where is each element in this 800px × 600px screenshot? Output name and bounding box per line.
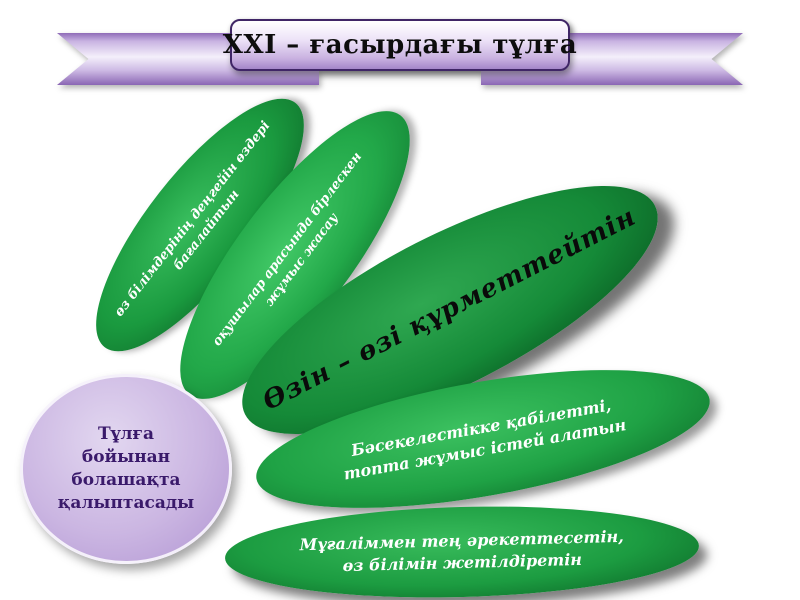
slide-title-box: XXI – ғасырдағы тұлға [223,19,577,71]
ellipse-teacher-interaction-label: Мұғаліммен тең әрекеттесетін, өз білімін… [299,527,624,576]
ribbon-banner: XXI – ғасырдағы тұлға [0,0,800,110]
slide-title: XXI – ғасырдағы тұлға [222,30,578,60]
ellipse-competitive-label: Бәсекелестікке қабілетті, топта жұмыс іс… [342,395,628,484]
ellipse-teacher-interaction: Мұғаліммен тең әрекеттесетін, өз білімін… [223,500,701,600]
circle-personality: Тұлға бойынан болашақта қалыптасады [20,374,232,564]
circle-personality-label: Тұлға бойынан болашақта қалыптасады [57,424,195,513]
